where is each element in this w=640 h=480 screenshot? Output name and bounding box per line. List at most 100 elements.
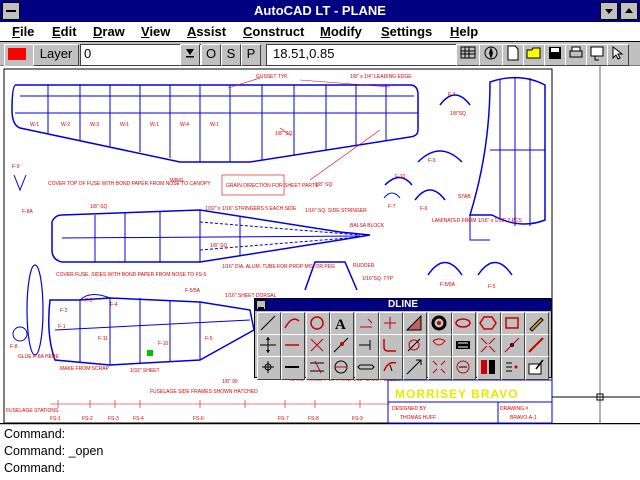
pedit-tool-button[interactable] [403, 356, 428, 380]
sq-label-c: 1/8" SQ [90, 204, 107, 210]
title-bar[interactable]: AutoCAD LT - PLANE [0, 0, 640, 22]
grid-button[interactable] [456, 44, 480, 66]
pencil-tool-button[interactable] [525, 312, 550, 336]
drawing-area[interactable]: GUSSET TYP. 1/8" x 1/4" LEADING EDGE W-1… [0, 66, 640, 424]
f10-label: F-10 [395, 174, 406, 180]
point-tool-button[interactable] [379, 312, 403, 336]
text-tool-button[interactable]: A [330, 312, 355, 336]
fillet-tool-button[interactable] [379, 334, 403, 358]
menu-help[interactable]: Help [450, 24, 479, 39]
menu-modify[interactable]: Modify [320, 24, 362, 39]
ellipse-tool-button[interactable] [452, 312, 477, 336]
line-tool-button[interactable] [257, 312, 281, 336]
new-button[interactable] [502, 44, 524, 66]
ortho-button[interactable]: O [201, 44, 221, 66]
insert-tool-button[interactable] [476, 356, 501, 380]
compass-icon [484, 46, 498, 60]
edit-tool-button[interactable] [525, 356, 550, 380]
zoom-window-icon [590, 46, 604, 61]
polygon-tool-button[interactable] [476, 312, 501, 336]
stab-label: STAB [458, 194, 471, 200]
command-prompt[interactable]: Command: [4, 461, 66, 475]
coordinate-value: 18.51,0.85 [273, 46, 335, 61]
coordinate-display: 18.51,0.85 [266, 44, 460, 66]
move-tool-button[interactable] [257, 334, 281, 358]
menu-view[interactable]: View [141, 24, 171, 39]
minimize-button[interactable] [600, 2, 618, 20]
scale-tool-button[interactable] [525, 334, 550, 358]
hatch-tool-button[interactable] [403, 312, 428, 336]
print-button[interactable] [565, 44, 587, 66]
circle-tool-button[interactable] [305, 312, 330, 336]
menu-assist[interactable]: Assist [187, 24, 227, 39]
donut-tool-button[interactable] [427, 312, 452, 336]
layer-value: 0 [84, 46, 92, 61]
help-button[interactable] [607, 44, 629, 66]
explode-tool-button[interactable] [452, 334, 477, 358]
erase-tool-button[interactable] [281, 334, 306, 358]
color-swatch [8, 48, 26, 60]
menu-file[interactable]: File [12, 24, 35, 39]
block-tool-button[interactable] [452, 356, 477, 380]
palette-title[interactable]: DLINE [255, 299, 551, 311]
command-window[interactable]: Command: Command: _open Command: [0, 425, 640, 480]
trim-tool-button[interactable] [330, 334, 355, 358]
system-menu-button[interactable] [2, 2, 20, 20]
rotate-tool-button[interactable] [330, 356, 355, 380]
hatch-icon [406, 314, 422, 331]
f5-label: F-5 [205, 336, 213, 342]
menu-edit[interactable]: Edit [52, 24, 77, 39]
window-title: AutoCAD LT - PLANE [254, 3, 386, 18]
stretch-tool-button[interactable] [501, 334, 525, 358]
paper-space-button[interactable]: P [241, 44, 261, 66]
layer-dropdown[interactable]: 0 [80, 44, 203, 66]
make-scrap-label: MAKE FROM SCRAP [60, 366, 110, 372]
menu-bar: File Edit Draw View Assist Construct Mod… [0, 22, 640, 42]
array-icon [480, 337, 495, 353]
extend-tool-button[interactable] [354, 334, 379, 358]
w1-label-b: W-1 [120, 122, 129, 128]
f4-label: F-4 [110, 302, 118, 308]
polygon-icon [478, 316, 497, 330]
array-tool-button[interactable] [476, 334, 501, 358]
fillet-icon [383, 339, 396, 352]
mirror-tool-button[interactable] [305, 356, 330, 380]
sq-90-label: 1/8" 90 [222, 379, 238, 385]
dimension-tool-button[interactable] [354, 312, 379, 336]
snap-button[interactable]: S [221, 44, 241, 66]
dline-tool-button[interactable] [501, 356, 525, 380]
printer-icon [569, 46, 583, 58]
open-button[interactable] [523, 44, 545, 66]
plane-drawing: GUSSET TYP. 1/8" x 1/4" LEADING EDGE W-1… [3, 66, 640, 424]
palette-menu-button[interactable] [256, 300, 266, 310]
arc-tool-button[interactable] [281, 312, 306, 336]
layer-button[interactable]: Layer [33, 44, 79, 66]
chamfer-icon [408, 338, 421, 352]
f10-side-label: F-10 [158, 341, 169, 347]
rectangle-tool-button[interactable] [501, 312, 525, 336]
attdef-tool-button[interactable] [427, 334, 452, 358]
gusset-label: GUSSET TYP. [256, 74, 288, 80]
save-button[interactable] [544, 44, 566, 66]
undo-tool-button[interactable] [281, 356, 306, 380]
designer-name: THOMAS HUFF [400, 415, 436, 421]
layer-dropdown-arrow[interactable] [180, 44, 200, 66]
snap-toggle-button[interactable] [479, 44, 503, 66]
maximize-icon [625, 8, 633, 13]
dtext-tool-button[interactable] [427, 356, 452, 380]
f9-label-right: F-9 [428, 158, 436, 164]
minimize-icon [605, 9, 613, 14]
break-tool-button[interactable] [305, 334, 330, 358]
change-tool-button[interactable] [379, 356, 403, 380]
menu-settings[interactable]: Settings [381, 24, 433, 39]
cover-sides-label: COVER FUSE. SIDES WITH BOND PAPER FROM N… [56, 272, 207, 278]
maximize-button[interactable] [620, 2, 638, 20]
offset-tool-button[interactable] [354, 356, 379, 380]
menu-construct[interactable]: Construct [243, 24, 305, 39]
zoom-button[interactable] [586, 44, 608, 66]
chamfer-tool-button[interactable] [403, 334, 428, 358]
dline-icon [506, 362, 518, 372]
menu-draw[interactable]: Draw [93, 24, 125, 39]
copy-tool-button[interactable] [257, 356, 281, 380]
attdef-icon [432, 338, 446, 346]
